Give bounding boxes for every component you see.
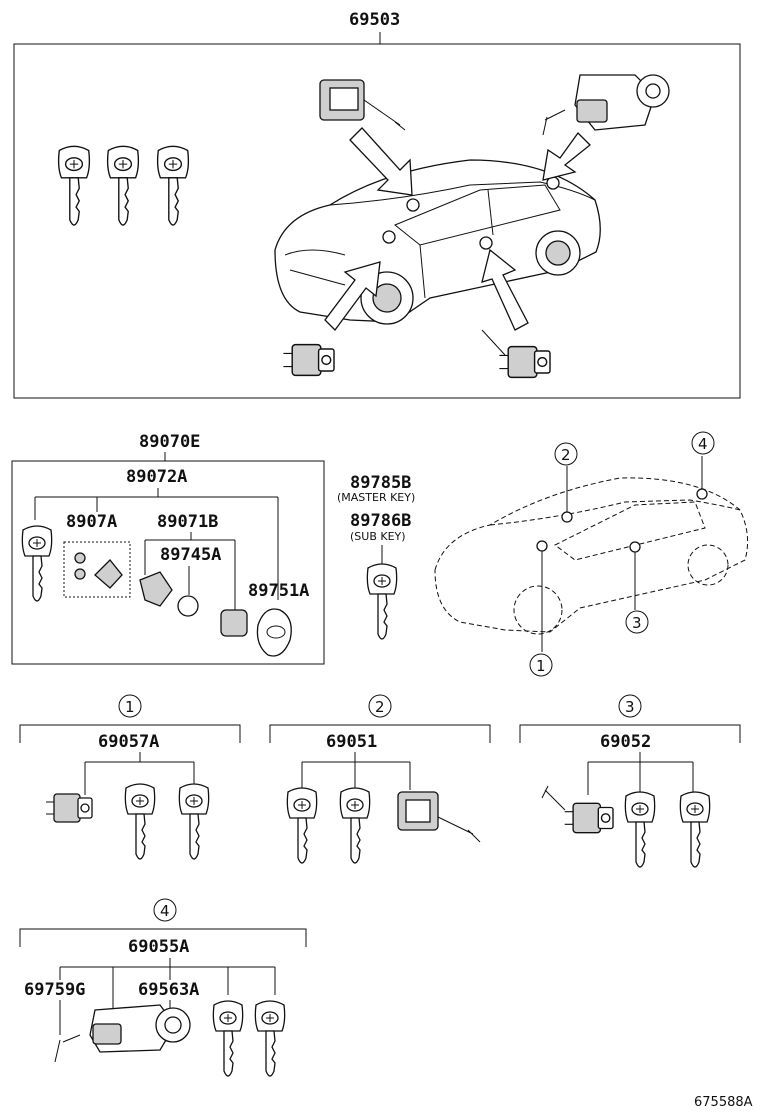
ignition-cylinder-icon [319, 79, 406, 131]
svg-text:3: 3 [632, 614, 642, 632]
trunk-lock-icon [54, 1004, 191, 1063]
key-icon [212, 1000, 244, 1077]
transmitter-sub-icon [139, 571, 173, 607]
figure-reference: 675588A [694, 1095, 753, 1110]
door-lock-left-icon [282, 343, 335, 377]
transmitter-frame [11, 460, 325, 665]
key-icon [339, 787, 371, 864]
label-kit-4-sub-b: 69563A [138, 980, 199, 1000]
door-lock-right-icon [498, 345, 551, 379]
label-master-key-note: (MASTER KEY) [337, 491, 415, 504]
key-icon [156, 145, 190, 226]
door-cylinder-icon [541, 785, 614, 834]
label-kit-3: 69052 [600, 732, 651, 752]
key-icon [624, 791, 656, 868]
svg-text:1: 1 [125, 698, 135, 716]
svg-text:4: 4 [698, 435, 708, 453]
label-sub-key-pn: 89786B [350, 511, 411, 531]
label-transmitter-sub: 89071B [157, 512, 218, 532]
key-icon [124, 783, 156, 860]
label-kit-4-sub-a: 69759G [24, 980, 85, 1000]
svg-text:2: 2 [375, 698, 385, 716]
transmitter-key-icon [21, 525, 53, 602]
svg-text:4: 4 [160, 902, 170, 920]
ignition-cylinder-icon [397, 791, 481, 843]
kit-4-callout: 4 [153, 898, 177, 922]
pointer-arrows [324, 127, 591, 331]
door-cylinder-icon [45, 793, 93, 823]
svg-text:2: 2 [561, 446, 571, 464]
key-icon [286, 787, 318, 864]
svg-text:1: 1 [536, 657, 546, 675]
label-key-plate: 89751A [248, 581, 309, 601]
label-case-cover: 8907A [66, 512, 117, 532]
label-kit-1: 69057A [98, 732, 159, 752]
callout-4: 4 [691, 431, 715, 455]
reference-car-illustration [434, 456, 749, 652]
key-icon [679, 791, 711, 868]
label-main-assembly: 69503 [349, 10, 400, 30]
key-icon [57, 145, 91, 226]
car-illustration [274, 159, 601, 325]
key-icon [178, 783, 210, 860]
callout-1: 1 [529, 653, 553, 677]
key-icon [366, 563, 398, 640]
kit-3-callout: 3 [618, 694, 642, 718]
label-sub-key-note: (SUB KEY) [350, 530, 406, 543]
key-plate-icon [256, 608, 292, 657]
label-battery: 89745A [160, 545, 221, 565]
trunk-lock-icon [542, 74, 670, 136]
svg-text:3: 3 [625, 698, 635, 716]
key-icon [106, 145, 140, 226]
label-transmitter-housing: 89072A [126, 467, 187, 487]
kit-1-callout: 1 [118, 694, 142, 718]
callout-3: 3 [625, 610, 649, 634]
label-kit-4: 69055A [128, 937, 189, 957]
label-transmitter-assembly: 89070E [139, 432, 200, 452]
case-cover-icon [63, 541, 131, 598]
key-icon [254, 1000, 286, 1077]
label-kit-2: 69051 [326, 732, 377, 752]
callout-2: 2 [554, 442, 578, 466]
main-assembly-frame [13, 43, 741, 399]
rubber-pad-icon [220, 609, 248, 637]
battery-icon [177, 595, 199, 617]
kit-2-callout: 2 [368, 694, 392, 718]
label-master-key-pn: 89785B [350, 473, 411, 493]
